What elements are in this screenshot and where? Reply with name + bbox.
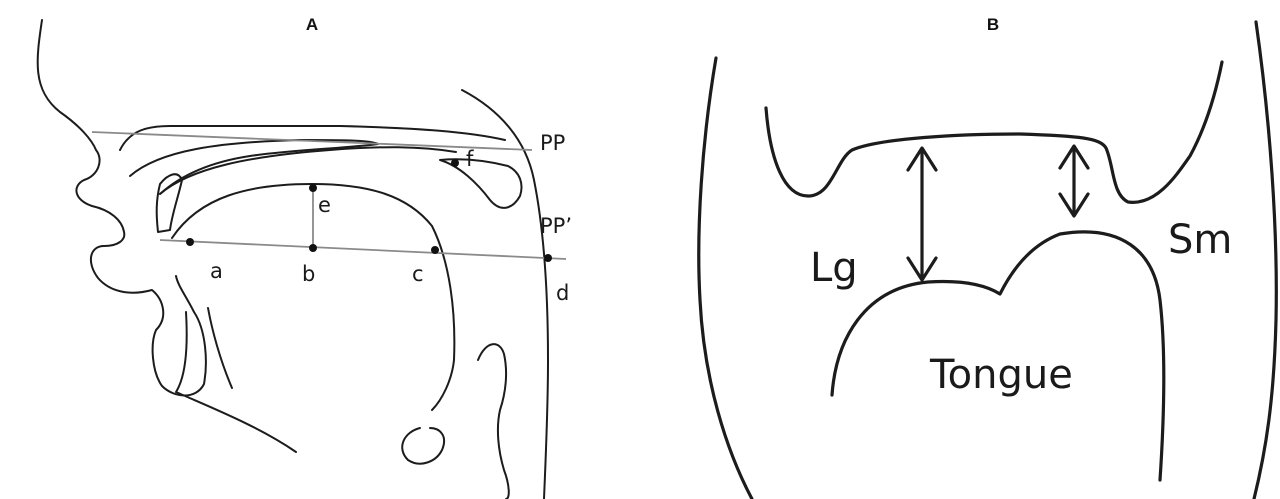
right-wall [1254, 22, 1276, 499]
point-c-dot [431, 246, 439, 254]
point-b-dot [309, 244, 317, 252]
point-f-dot [451, 159, 459, 167]
hyoid [402, 428, 444, 464]
point-b-label: b [302, 262, 315, 286]
line-pp-prime [160, 240, 566, 259]
point-e-label: e [318, 193, 331, 217]
palate-lower [160, 147, 456, 194]
panel-b-title: B [987, 15, 999, 34]
panel-b: B Lg Sm Tongue [699, 15, 1277, 499]
soft-palate [440, 159, 522, 208]
line-pp-label: PP [540, 131, 565, 155]
point-d-label: d [556, 281, 569, 305]
panel-a: A PP PP’ [38, 15, 572, 499]
epiglottis [478, 344, 509, 499]
pharyngeal-wall [462, 90, 548, 499]
tongue-root [208, 308, 232, 388]
point-f-label: f [466, 147, 474, 171]
point-e-dot [309, 184, 317, 192]
lg-label: Lg [810, 245, 858, 291]
point-a-label: a [210, 259, 223, 283]
left-wall [699, 58, 752, 499]
point-d-dot [544, 254, 552, 262]
tongue-label: Tongue [929, 352, 1073, 398]
line-pp-prime-label: PP’ [540, 214, 572, 238]
point-c-label: c [412, 262, 424, 286]
epiglottis-outline [766, 62, 1222, 202]
mandible [176, 312, 296, 452]
point-a-dot [186, 238, 194, 246]
face-profile [38, 20, 206, 396]
panel-a-title: A [306, 15, 318, 34]
sm-label: Sm [1168, 217, 1232, 263]
